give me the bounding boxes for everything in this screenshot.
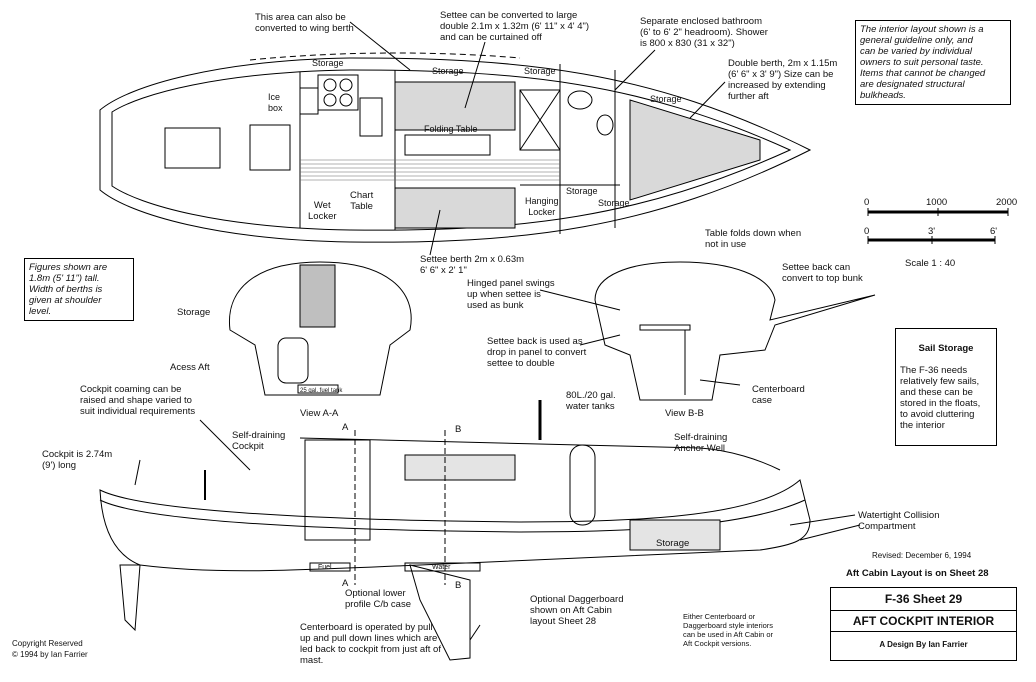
section-aa-outline <box>228 261 412 396</box>
room-chart-table: Chart Table <box>350 190 374 212</box>
copyright: Copyright Reserved © 1994 by Ian Farrier <box>12 639 88 659</box>
label-water: Water <box>432 564 451 571</box>
scale-imperial-3: 3' <box>928 226 936 237</box>
note-optional-daggerboard: Optional Daggerboard shown on Aft Cabin … <box>530 594 624 627</box>
figures-note-box: Figures shown are 1.8m (5' 11") tall. Wi… <box>24 258 134 321</box>
title-block: F-36 Sheet 29 AFT COCKPIT INTERIOR A Des… <box>830 587 1017 661</box>
note-anchor-well: Self-draining Anchor Well <box>674 432 728 454</box>
note-wing-berth: This area can also be converted to wing … <box>255 12 354 34</box>
label-storage-profile: Storage <box>656 538 690 549</box>
scale-metric-2000: 2000 <box>996 197 1018 208</box>
note-hinged-panel: Hinged panel swings up when settee is us… <box>467 278 555 311</box>
note-cockpit-coaming: Cockpit coaming can be raised and shape … <box>80 384 196 417</box>
interior-guideline-box: The interior layout shown is a general g… <box>855 20 1011 105</box>
note-settee-back-drop: Settee back is used as drop in panel to … <box>487 336 587 369</box>
note-centerboard-op: Centerboard is operated by pull up and p… <box>300 622 441 666</box>
label-fuel-tank: 25 gal. fuel tank <box>300 388 343 394</box>
section-marker-b-bottom: B <box>455 580 462 591</box>
scale-label: Scale 1 : 40 <box>905 258 956 269</box>
room-wet-locker: Wet Locker <box>308 200 337 222</box>
note-optional-cb: Optional lower profile C/b case <box>345 588 412 610</box>
scale-imperial-6: 6' <box>990 226 998 237</box>
note-either-cb: Either Centerboard or Daggerboard style … <box>683 612 774 648</box>
label-view-aa: View A-A <box>300 408 339 419</box>
note-settee-convert: Settee can be converted to large double … <box>440 10 590 43</box>
note-bathroom: Separate enclosed bathroom (6' to 6' 2" … <box>640 16 768 49</box>
section-marker-a-bottom: A <box>342 578 349 589</box>
note-cockpit-length: Cockpit is 2.74m (9') long <box>42 449 113 471</box>
note-self-draining-cockpit: Self-draining Cockpit <box>232 430 286 452</box>
scale-metric-0: 0 <box>864 197 870 208</box>
label-fuel: Fuel <box>318 564 332 571</box>
plan-hull-outline <box>99 57 812 243</box>
label-storage-aa: Storage <box>177 307 211 318</box>
room-storage-1: Storage <box>312 58 344 68</box>
sail-storage-title: Sail Storage <box>918 343 974 354</box>
section-marker-b-top: B <box>455 424 462 435</box>
section-bb-outline <box>594 261 876 401</box>
label-view-bb: View B-B <box>665 408 704 419</box>
note-settee-back: Settee back can convert to top bunk <box>782 262 863 284</box>
sail-storage-box: Sail Storage The F-36 needs relatively f… <box>895 328 997 446</box>
room-storage-4: Storage <box>650 94 682 104</box>
note-collision: Watertight Collision Compartment <box>858 510 940 532</box>
title-designer: A Design By Ian Farrier <box>879 640 968 649</box>
note-centerboard-case: Centerboard case <box>752 384 805 406</box>
room-hanging-locker: Hanging Locker <box>525 196 559 217</box>
room-storage-2: Storage <box>432 66 464 76</box>
note-revised: Revised: December 6, 1994 <box>872 551 972 560</box>
room-storage-3: Storage <box>524 66 556 76</box>
sail-storage-text: The F-36 needs relatively few sails, and… <box>900 365 981 431</box>
note-table-folds: Table folds down when not in use <box>705 228 802 250</box>
note-water-tanks: 80L./20 gal. water tanks <box>566 390 616 412</box>
title-sheet: F-36 Sheet 29 <box>884 592 963 606</box>
note-settee-berth: Settee berth 2m x 0.63m 6' 6" x 2' 1" <box>420 254 525 276</box>
scale-imperial-0: 0 <box>864 226 870 237</box>
section-marker-a-top: A <box>342 422 349 433</box>
scale-metric-1000: 1000 <box>926 197 948 208</box>
room-folding-table: Folding Table <box>424 124 478 134</box>
room-storage-5: Storage <box>566 186 598 196</box>
note-double-berth: Double berth, 2m x 1.15m (6' 6" x 3' 9")… <box>728 58 838 102</box>
room-ice-box: Ice box <box>268 92 283 113</box>
title-name: AFT COCKPIT INTERIOR <box>831 610 1016 632</box>
room-storage-6: Storage <box>598 198 630 208</box>
note-aft-cabin: Aft Cabin Layout is on Sheet 28 <box>846 568 989 579</box>
label-access-aft: Acess Aft <box>170 362 210 373</box>
